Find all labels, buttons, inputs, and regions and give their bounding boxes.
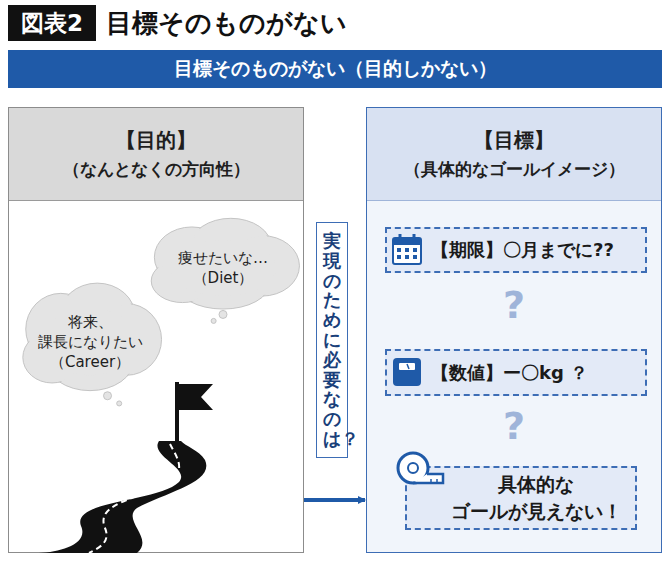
- goal-item-text: 【期限】〇月までに??: [431, 238, 614, 262]
- goal-item-text: 【数値】ー〇kg ？: [431, 361, 588, 385]
- vertical-text: 実現のために必要なのは？: [323, 231, 341, 449]
- title-band: 目標そのものがない（目的しかない）: [8, 50, 662, 88]
- panel-heading: 【目標】: [474, 127, 554, 154]
- goal-item-box: 【数値】ー〇kg ？: [385, 349, 647, 396]
- page-title: 目標そのものがない: [106, 6, 347, 41]
- cloud-shape: [145, 214, 301, 322]
- panel-subheading: （なんとなくの方向性）: [63, 158, 250, 181]
- flow-arrow: [304, 498, 365, 502]
- thought-cloud: 将来、 課長になりたい （Career）: [17, 278, 163, 406]
- item-icon: [387, 351, 427, 393]
- question-mark: ?: [367, 286, 661, 324]
- figure-number: 図表2: [21, 8, 83, 39]
- item-icon: [387, 229, 427, 271]
- question-mark: ?: [367, 407, 661, 445]
- goal-item-box: 【期限】〇月までに??: [385, 227, 647, 273]
- panel-subheading: （具体的なゴールイメージ）: [404, 158, 625, 181]
- panel-header: 【目的】 （なんとなくの方向性）: [9, 108, 303, 201]
- cloud-text: 痩せたいな… （Diet）: [171, 248, 275, 289]
- panel-header: 【目標】 （具体的なゴールイメージ）: [367, 108, 661, 201]
- goal-panel: 【目標】 （具体的なゴールイメージ） 【期限】〇月までに?? 【数値】ー〇kg ？ 具体…: [366, 107, 662, 553]
- figure-badge: 図表2: [8, 5, 96, 41]
- cloud-text: 将来、 課長になりたい （Career）: [34, 312, 146, 373]
- panel-heading: 【目的】: [116, 127, 196, 154]
- thought-cloud: 痩せたいな… （Diet）: [145, 214, 301, 322]
- question-box: 実現のために必要なのは？: [316, 222, 348, 458]
- goal-missing-text: 具体的な ゴールが見えない！: [441, 471, 631, 524]
- tape-measure-icon: [393, 448, 447, 488]
- band-text: 目標そのものがない（目的しかない）: [174, 56, 497, 82]
- purpose-panel: 【目的】 （なんとなくの方向性） 痩せたいな… （Diet） 将来、 課長になりたい …: [8, 107, 304, 553]
